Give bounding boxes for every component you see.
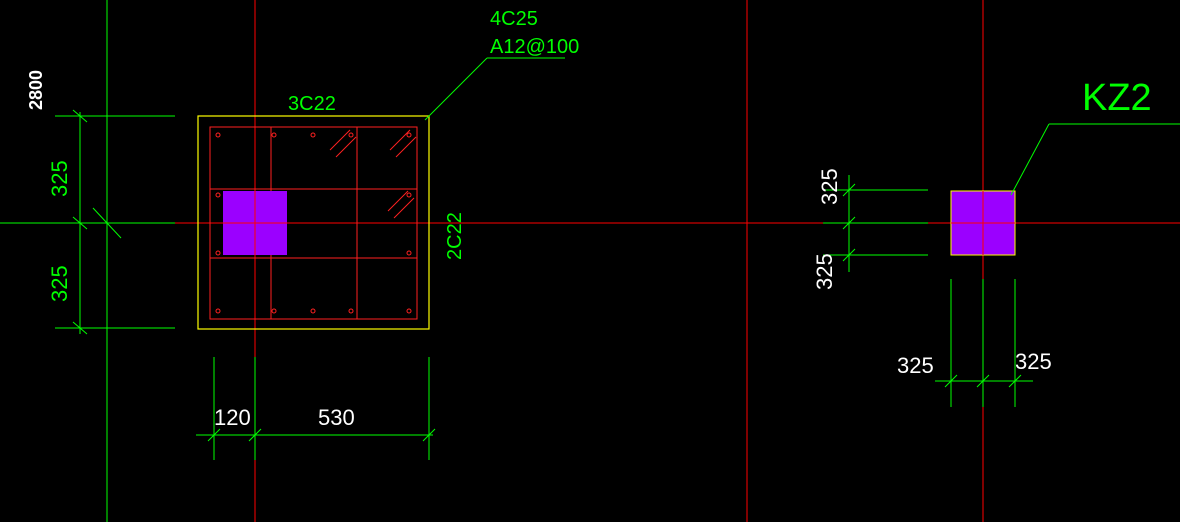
- column-section-detail: [197, 115, 430, 330]
- stirrup-outer: [209, 126, 418, 320]
- dim-bottom-h-left: 120: [214, 405, 251, 430]
- tick-bottom: [72, 321, 88, 335]
- axis-break-mark: [92, 207, 122, 239]
- axis-dimension-2800: 2800: [26, 70, 46, 110]
- label-corner-bars: 4C25: [490, 8, 538, 30]
- rebar-dot: [215, 192, 221, 198]
- label-side-bars: 2C22: [444, 212, 466, 260]
- rebar-dots: [215, 132, 412, 314]
- column-plan-kz2: [950, 190, 1016, 256]
- hatch-marks: [329, 129, 417, 219]
- dim-right-h-right: 325: [1015, 349, 1052, 374]
- rebar-dot: [271, 132, 277, 138]
- rebar-dot: [215, 308, 221, 314]
- rebar-dot: [310, 132, 316, 138]
- rebar-dot: [310, 308, 316, 314]
- dim-right-h-left: 325: [897, 353, 934, 378]
- tick-mid: [72, 216, 88, 230]
- rebar-dot: [406, 132, 412, 138]
- dim-left-v-bottom: 325: [47, 265, 72, 302]
- bottom-horizontal-dimension: [196, 357, 436, 460]
- tick-top: [72, 109, 88, 123]
- leader-4c25: [424, 57, 565, 121]
- section-outline: [197, 115, 430, 330]
- rebar-dot: [215, 250, 221, 256]
- right-vertical-dimension: [823, 175, 928, 272]
- rebar-dot: [271, 308, 277, 314]
- rebar-dot: [406, 192, 412, 198]
- right-horizontal-dimension: [935, 279, 1033, 407]
- rebar-dot: [348, 132, 354, 138]
- rebar-dot: [215, 132, 221, 138]
- label-top-bars: 3C22: [288, 93, 336, 115]
- dim-left-v-top: 325: [47, 160, 72, 197]
- label-stirrups: A12@100: [490, 36, 579, 58]
- rebar-dot: [348, 308, 354, 314]
- left-vertical-dimension: [55, 109, 175, 335]
- dim-bottom-h-right: 530: [318, 405, 355, 430]
- rebar-dot: [406, 250, 412, 256]
- label-column-id: KZ2: [1082, 77, 1152, 119]
- leader-kz2: [1010, 123, 1180, 196]
- rebar-dot: [406, 308, 412, 314]
- dim-right-v-top: 325: [817, 168, 842, 205]
- dim-right-v-bottom: 325: [812, 253, 837, 290]
